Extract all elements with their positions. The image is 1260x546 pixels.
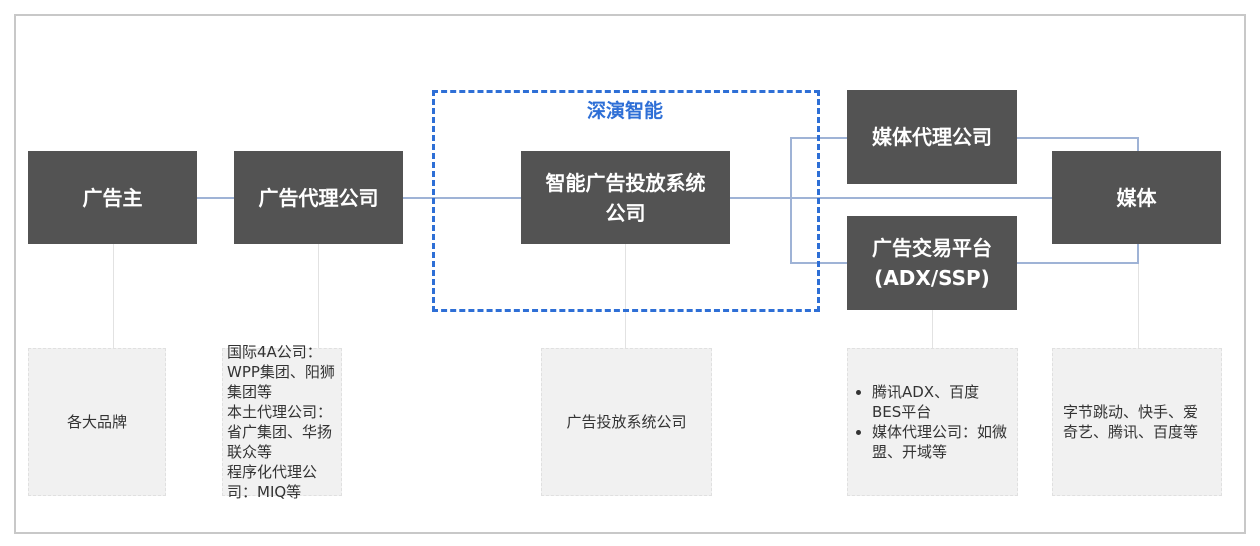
note-text: 本土代理公司：省广集团、华扬联众等 — [227, 403, 333, 461]
node-label: 广告交易平台 — [872, 236, 992, 260]
node-ad-exchange: 广告交易平台 (ADX/SSP) — [847, 216, 1017, 310]
node-label: 媒体 — [1116, 185, 1157, 210]
note-text: 国际4A公司：WPP集团、阳狮集团等 — [227, 343, 335, 401]
node-smart-ad-system: 智能广告投放系统公司 — [521, 151, 730, 244]
note-ad-agency: 国际4A公司：WPP集团、阳狮集团等 本土代理公司：省广集团、华扬联众等 程序化… — [222, 343, 342, 501]
note-advertiser: 各大品牌 — [28, 348, 166, 496]
connector-line — [1137, 137, 1139, 151]
node-label: 广告代理公司 — [258, 185, 379, 210]
note-list-item: 媒体代理公司：如微盟、开域等 — [872, 422, 1007, 462]
node-label: 智能广告投放系统公司 — [545, 170, 706, 225]
note-connector — [932, 310, 933, 348]
connector-line — [197, 197, 234, 199]
connector-line — [1017, 262, 1139, 264]
connector-line — [403, 197, 521, 199]
note-list-item: 腾讯ADX、百度BES平台 — [872, 382, 1007, 422]
note-list: 腾讯ADX、百度BES平台 媒体代理公司：如微盟、开域等 — [850, 382, 1007, 462]
note-text: 字节跳动、快手、爱奇艺、腾讯、百度等 — [1063, 403, 1199, 441]
node-label: 媒体代理公司 — [872, 125, 992, 149]
node-label: (ADX/SSP) — [874, 266, 990, 290]
node-media: 媒体 — [1052, 151, 1221, 244]
note-media: 字节跳动、快手、爱奇艺、腾讯、百度等 — [1052, 348, 1222, 496]
note-connector — [625, 244, 626, 348]
note-text: 广告投放系统公司 — [566, 413, 687, 431]
connector-line — [790, 137, 792, 264]
note-connector — [318, 244, 319, 348]
connector-line — [1137, 244, 1139, 264]
company-highlight-label: 深演智能 — [586, 100, 663, 122]
connector-line — [730, 197, 1052, 199]
note-connector — [113, 244, 114, 348]
company-highlight-region — [432, 90, 820, 312]
note-smart-ad-system: 广告投放系统公司 — [541, 348, 712, 496]
node-advertiser: 广告主 — [28, 151, 197, 244]
node-media-agency: 媒体代理公司 — [847, 90, 1017, 184]
note-text: 各大品牌 — [66, 413, 127, 431]
node-label: 广告主 — [82, 185, 143, 210]
outer-frame — [14, 14, 1246, 534]
note-connector — [1138, 264, 1139, 348]
node-ad-agency: 广告代理公司 — [234, 151, 403, 244]
connector-line — [1017, 137, 1139, 139]
note-ad-exchange: 腾讯ADX、百度BES平台 媒体代理公司：如微盟、开域等 — [847, 348, 1018, 496]
note-text: 程序化代理公司：MIQ等 — [227, 463, 318, 501]
